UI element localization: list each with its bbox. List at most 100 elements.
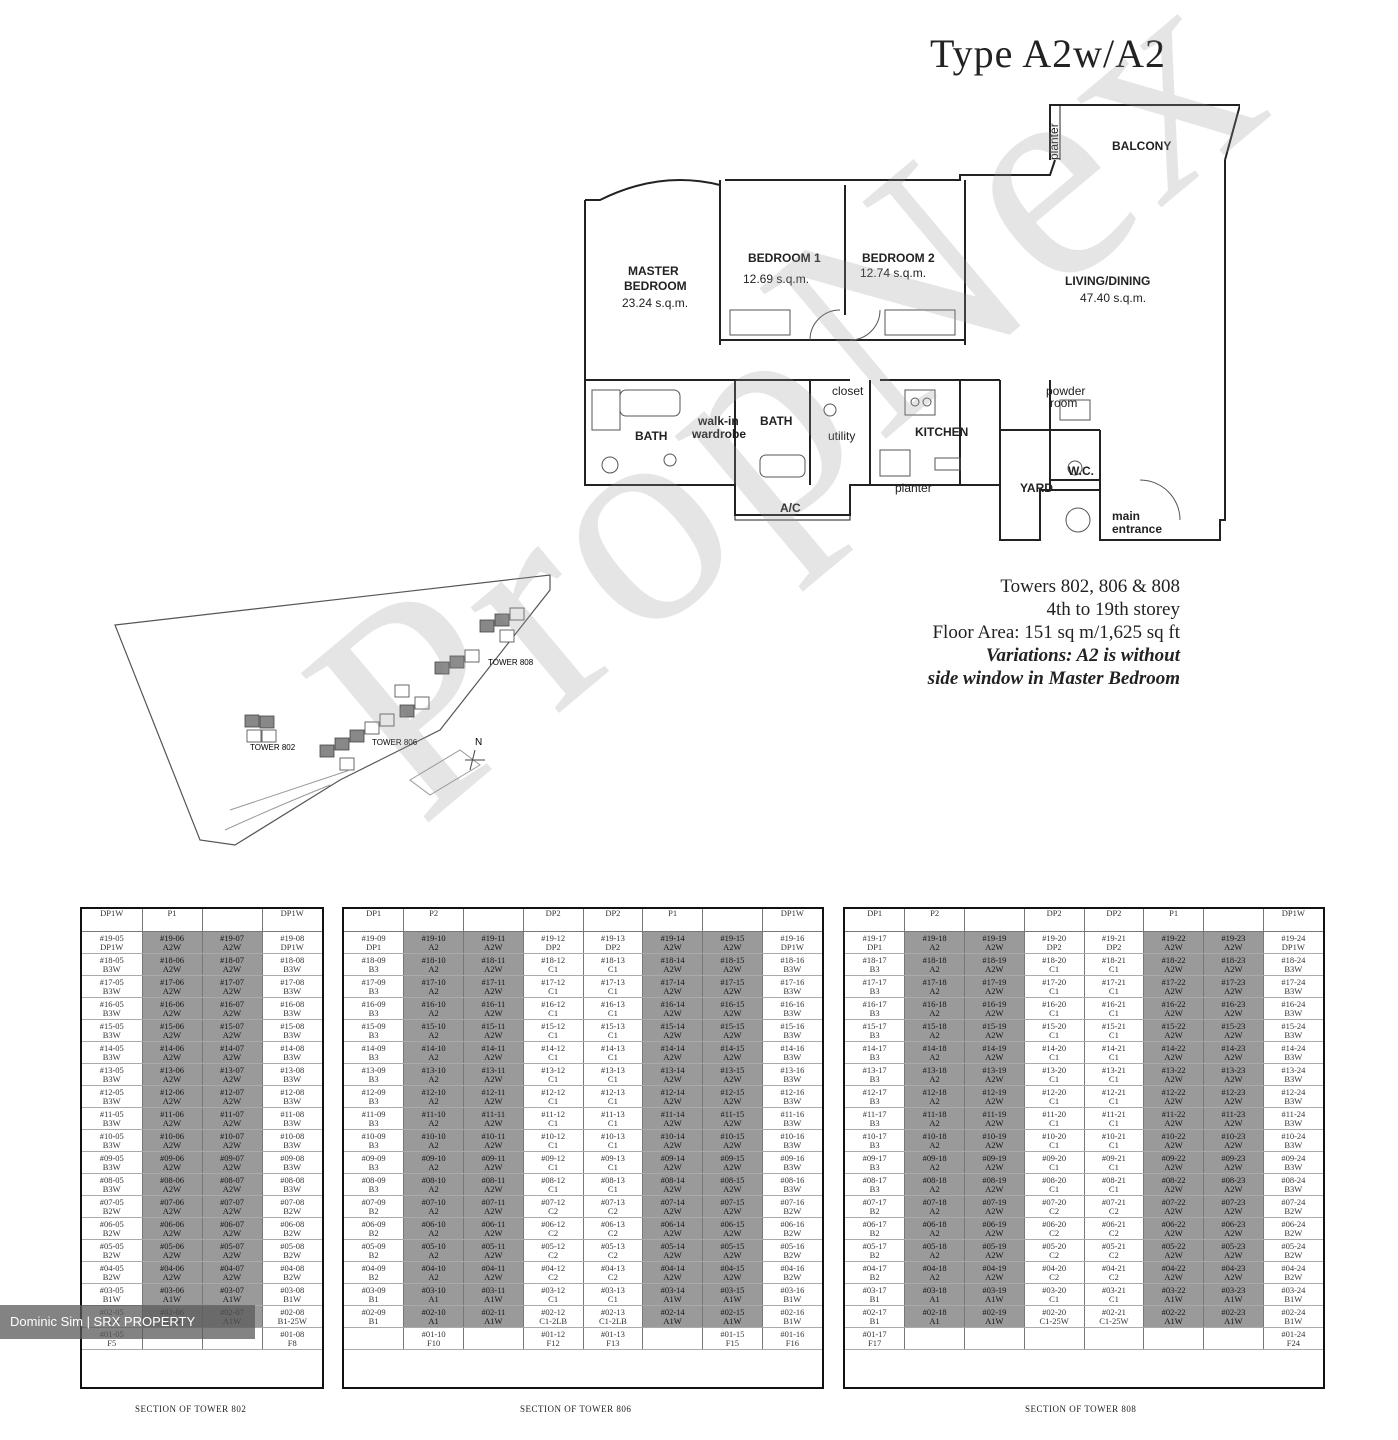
page-title: Type A2w/A2 — [930, 31, 1166, 76]
room-label: powder — [1046, 384, 1085, 398]
unit-cell — [344, 1327, 404, 1350]
site-plan: TOWER 808 TOWER 806 TOWER 802 N — [114, 574, 551, 846]
room-label: BEDROOM 1 — [748, 251, 821, 265]
table-header: DP1 — [845, 909, 905, 932]
room-label: wardrobe — [691, 427, 746, 441]
room-label: KITCHEN — [915, 425, 968, 439]
room-label: BATH — [635, 429, 667, 443]
room-label: YARD — [1020, 481, 1053, 495]
room-label: room — [1050, 396, 1077, 410]
room-label: entrance — [1112, 522, 1162, 536]
table-header: DP2 — [1023, 909, 1084, 932]
room-label: LIVING/DINING — [1065, 274, 1150, 288]
room-label: main — [1112, 509, 1140, 523]
table-header: P1 — [141, 909, 202, 932]
room-label: BATH — [760, 414, 792, 428]
